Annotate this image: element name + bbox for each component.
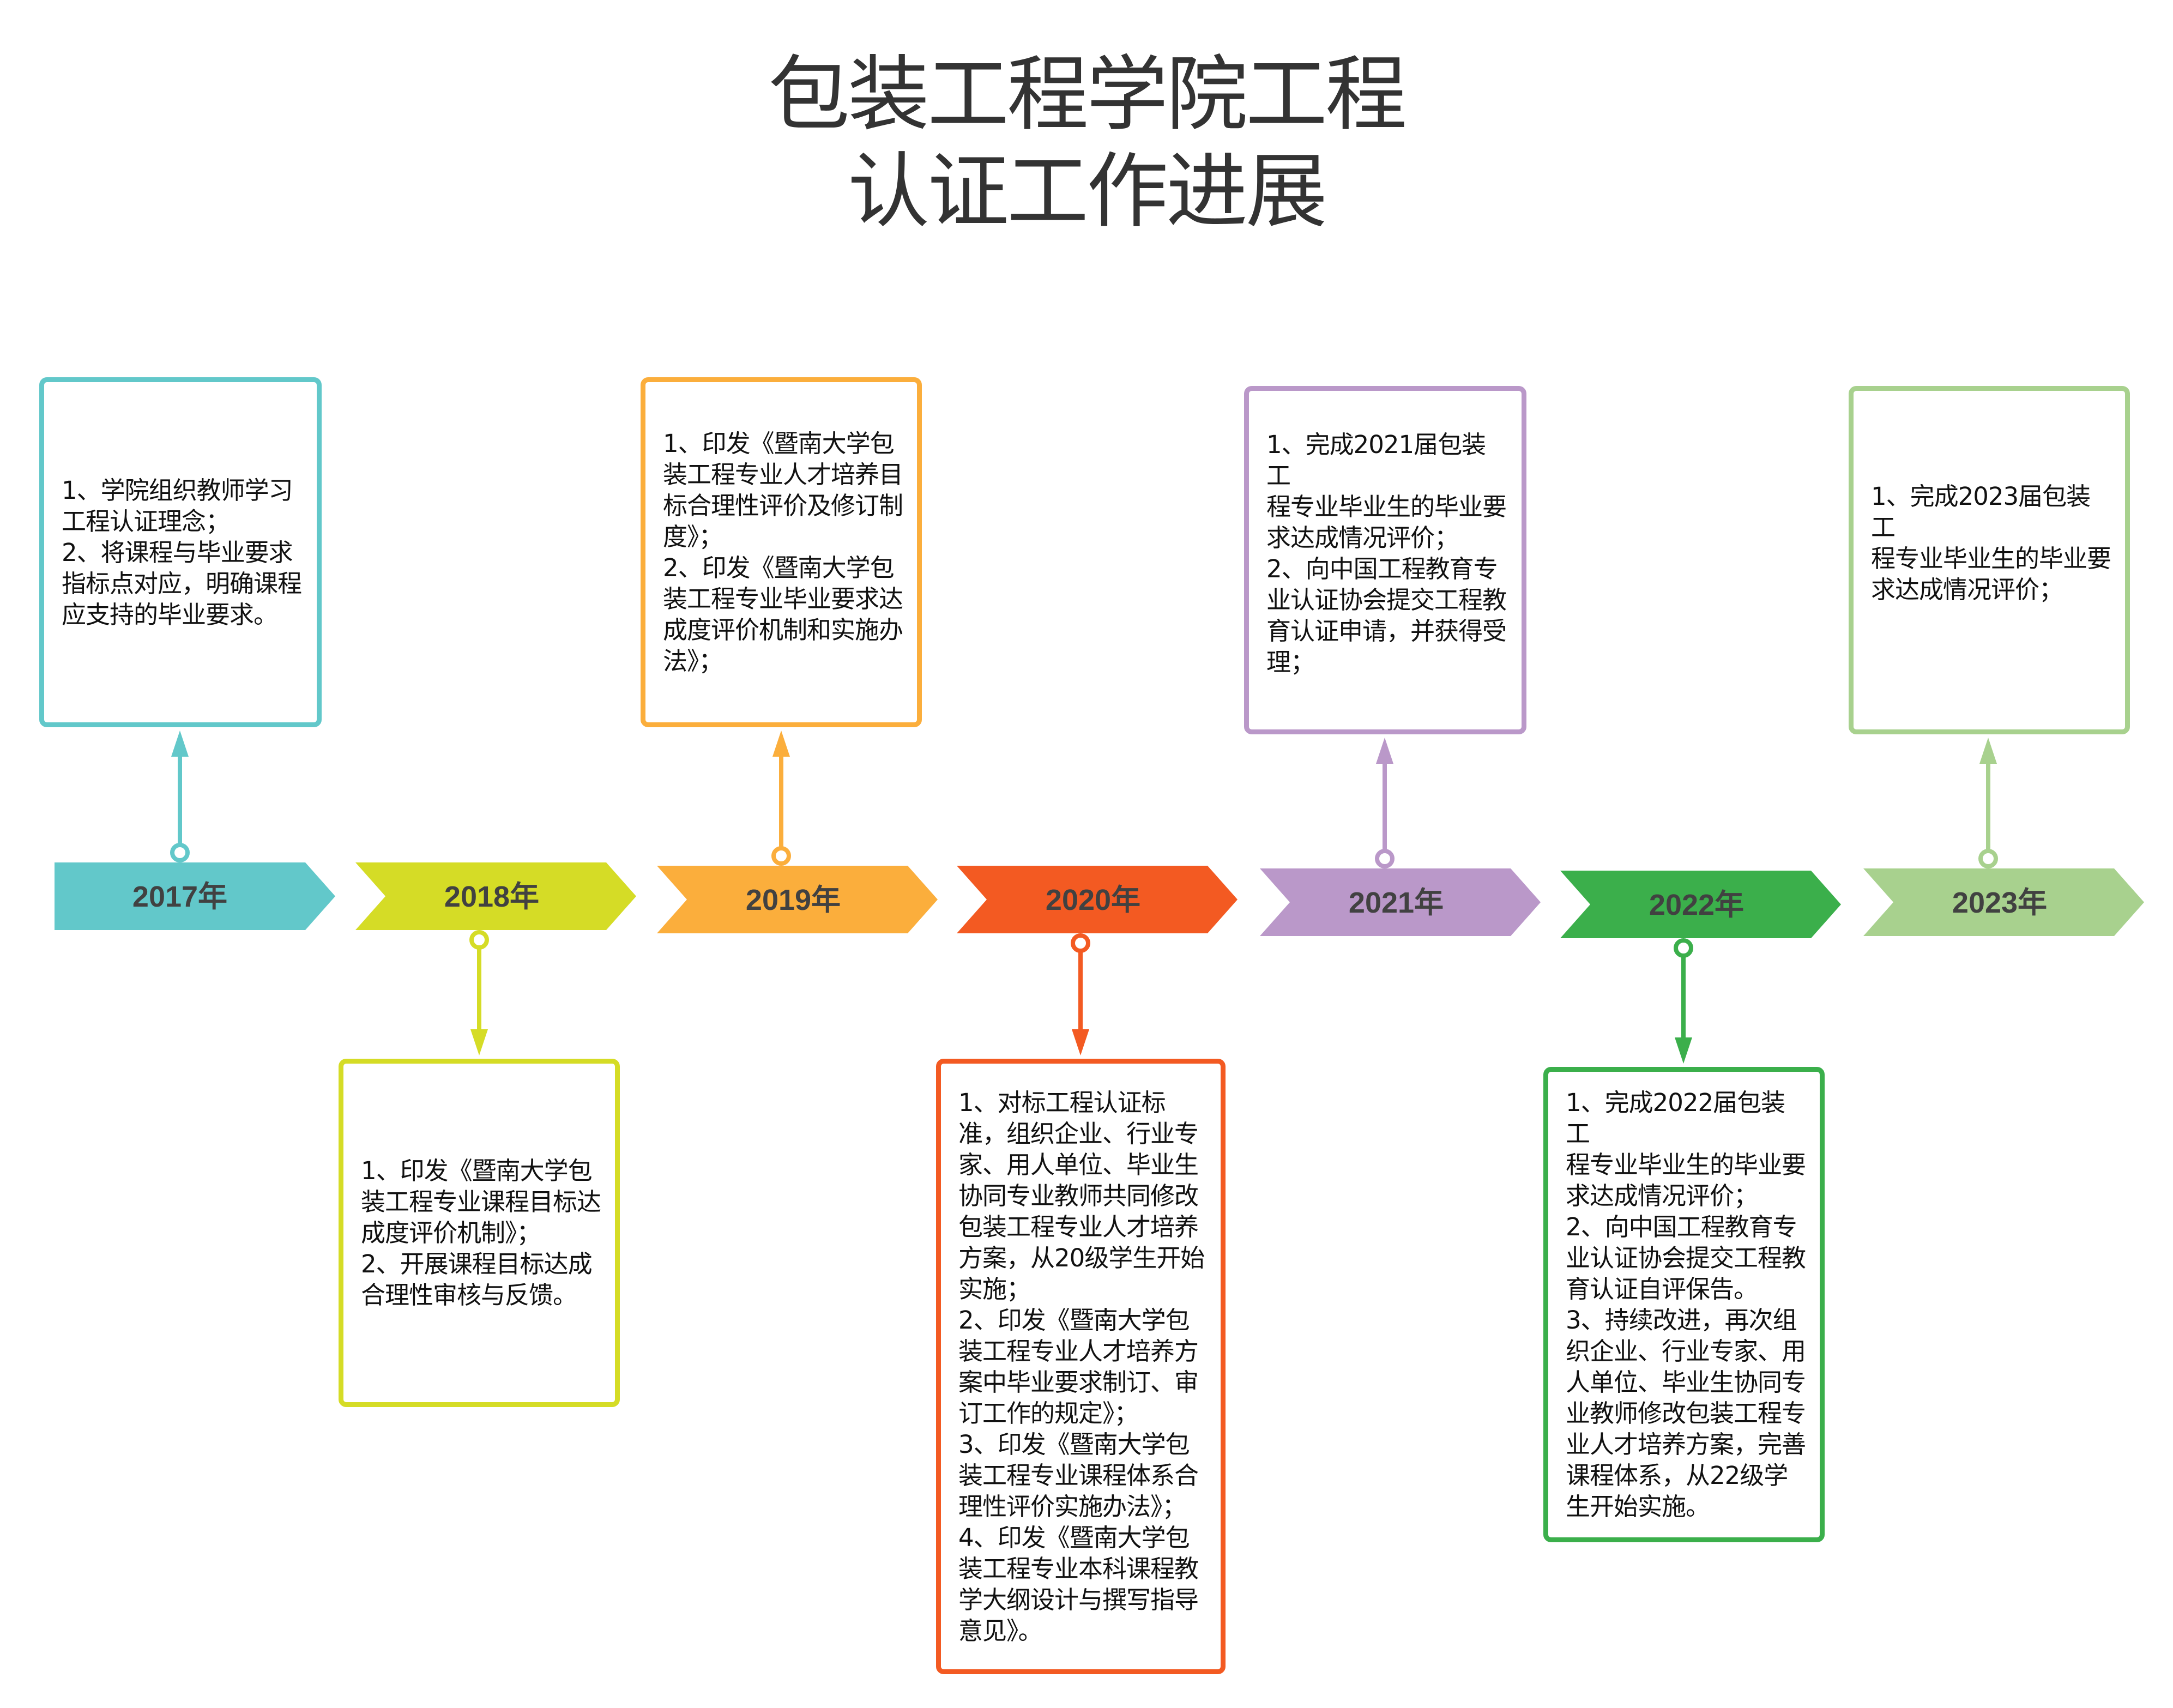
- milestone-text-2017: 1、学院组织教师学习 工程认证理念； 2、将课程与毕业要求 指标点对应，明确课程…: [62, 475, 302, 629]
- year-chevron-2018: [355, 862, 636, 930]
- connector-dot-2021: [1375, 849, 1395, 868]
- year-label-2018: 2018年: [444, 880, 539, 913]
- milestone-text-2018: 1、印发《暨南大学包 装工程专业课程目标达 成度评价机制》； 2、开展课程目标达…: [361, 1156, 601, 1309]
- milestone-box-2021: 1、完成2021届包装工 程专业毕业生的毕业要 求达成情况评价； 2、向中国工程…: [1244, 386, 1526, 734]
- year-label-2023: 2023年: [1952, 886, 2047, 919]
- milestone-text-2022: 1、完成2022届包装工 程专业毕业生的毕业要 求达成情况评价； 2、向中国工程…: [1566, 1088, 1806, 1521]
- year-chevron-2023: [1863, 868, 2144, 936]
- milestone-box-2017: 1、学院组织教师学习 工程认证理念； 2、将课程与毕业要求 指标点对应，明确课程…: [39, 377, 322, 727]
- connector-dot-2017: [170, 843, 190, 862]
- connector-dot-2023: [1978, 849, 1998, 868]
- connector-arrowhead-2023: [1979, 738, 1997, 764]
- milestone-text-2019: 1、印发《暨南大学包 装工程专业人才培养目 标合理性评价及修订制 度》； 2、印…: [663, 429, 903, 675]
- year-chevron-2019: [657, 866, 938, 933]
- year-label-2022: 2022年: [1649, 889, 1744, 921]
- connector-dot-2022: [1674, 938, 1693, 958]
- milestone-box-2020: 1、对标工程认证标 准，组织企业、行业专 家、用人单位、毕业生 协同专业教师共同…: [936, 1059, 1226, 1674]
- milestone-box-2023: 1、完成2023届包装工 程专业毕业生的毕业要 求达成情况评价；: [1849, 386, 2130, 734]
- year-chevron-2021: [1260, 868, 1541, 936]
- connector-arrowhead-2018: [470, 1029, 488, 1055]
- connector-arrowhead-2019: [772, 731, 790, 757]
- milestone-text-2020: 1、对标工程认证标 准，组织企业、行业专 家、用人单位、毕业生 协同专业教师共同…: [958, 1088, 1205, 1645]
- title-line-2: 认证工作进展: [847, 144, 1327, 239]
- year-label-2020: 2020年: [1046, 884, 1140, 916]
- connector-dot-2018: [469, 930, 489, 950]
- year-label-2017: 2017年: [132, 880, 227, 913]
- milestone-text-2023: 1、完成2023届包装工 程专业毕业生的毕业要 求达成情况评价；: [1871, 482, 2111, 604]
- year-chevron-2022: [1560, 871, 1841, 938]
- connector-arrowhead-2017: [171, 731, 189, 757]
- year-chevron-2020: [957, 866, 1238, 933]
- connector-arrowhead-2020: [1072, 1029, 1089, 1055]
- milestone-text-2021: 1、完成2021届包装工 程专业毕业生的毕业要 求达成情况评价； 2、向中国工程…: [1266, 430, 1507, 677]
- connector-arrowhead-2021: [1376, 738, 1393, 764]
- page-title: 包装工程学院工程 认证工作进展: [0, 46, 2173, 240]
- milestone-box-2019: 1、印发《暨南大学包 装工程专业人才培养目 标合理性评价及修订制 度》； 2、印…: [641, 377, 922, 727]
- year-label-2019: 2019年: [746, 884, 841, 916]
- title-line-1: 包装工程学院工程: [768, 47, 1407, 142]
- milestone-box-2018: 1、印发《暨南大学包 装工程专业课程目标达 成度评价机制》； 2、开展课程目标达…: [339, 1059, 620, 1407]
- connector-dot-2020: [1071, 933, 1090, 953]
- year-label-2021: 2021年: [1349, 886, 1444, 919]
- year-chevron-2017: [55, 862, 335, 930]
- connector-arrowhead-2022: [1675, 1037, 1692, 1064]
- milestone-box-2022: 1、完成2022届包装工 程专业毕业生的毕业要 求达成情况评价； 2、向中国工程…: [1543, 1067, 1825, 1542]
- connector-dot-2019: [771, 846, 791, 866]
